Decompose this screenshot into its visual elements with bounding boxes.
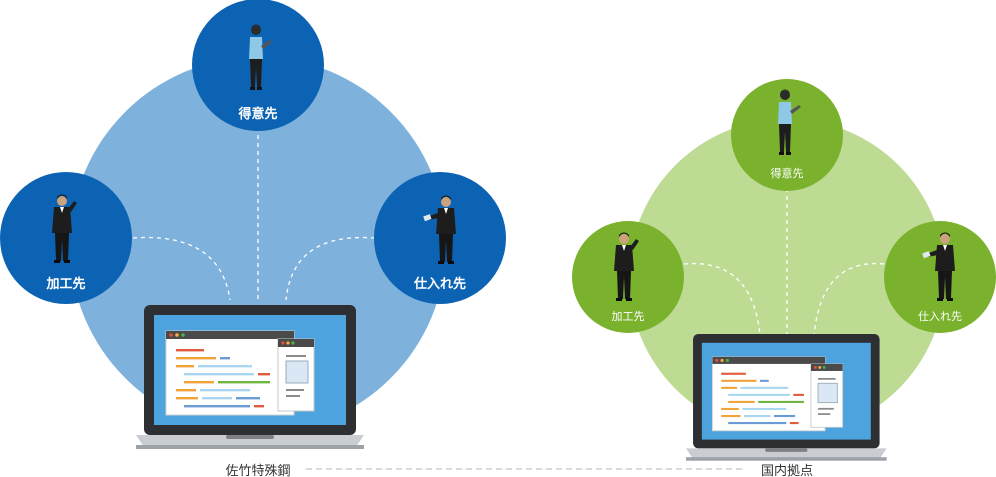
left-node-processor-label: 加工先 — [45, 276, 85, 292]
right-connector-left — [683, 262, 761, 336]
left-connector-left — [132, 236, 231, 301]
right-node-processor: 加工先 — [572, 221, 684, 333]
right-node-customer: 得意先 — [731, 79, 843, 191]
right-node-customer-label: 得意先 — [771, 166, 804, 180]
right-connector-right — [813, 262, 885, 336]
right-node-supplier-label: 仕入れ先 — [918, 310, 962, 323]
right-laptop-icon — [685, 333, 888, 462]
left-node-customer: 得意先 — [192, 0, 324, 131]
left-network: 得意先 加工先 仕入れ先 — [0, 0, 506, 450]
left-node-customer-label: 得意先 — [237, 106, 277, 122]
right-network: 得意先 加工先 仕入れ先 — [572, 79, 996, 462]
right-network-label: 国内拠点 — [761, 463, 813, 477]
footer: 佐竹特殊鋼 国内拠点 — [225, 463, 813, 477]
left-node-supplier-label: 仕入れ先 — [413, 276, 466, 292]
left-laptop-icon — [135, 304, 365, 450]
right-node-processor-label: 加工先 — [612, 310, 645, 323]
left-node-processor: 加工先 — [0, 172, 132, 304]
left-node-supplier: 仕入れ先 — [374, 172, 506, 304]
left-network-label: 佐竹特殊鋼 — [225, 464, 290, 477]
left-connector-right — [285, 236, 376, 301]
right-node-supplier: 仕入れ先 — [884, 221, 996, 333]
